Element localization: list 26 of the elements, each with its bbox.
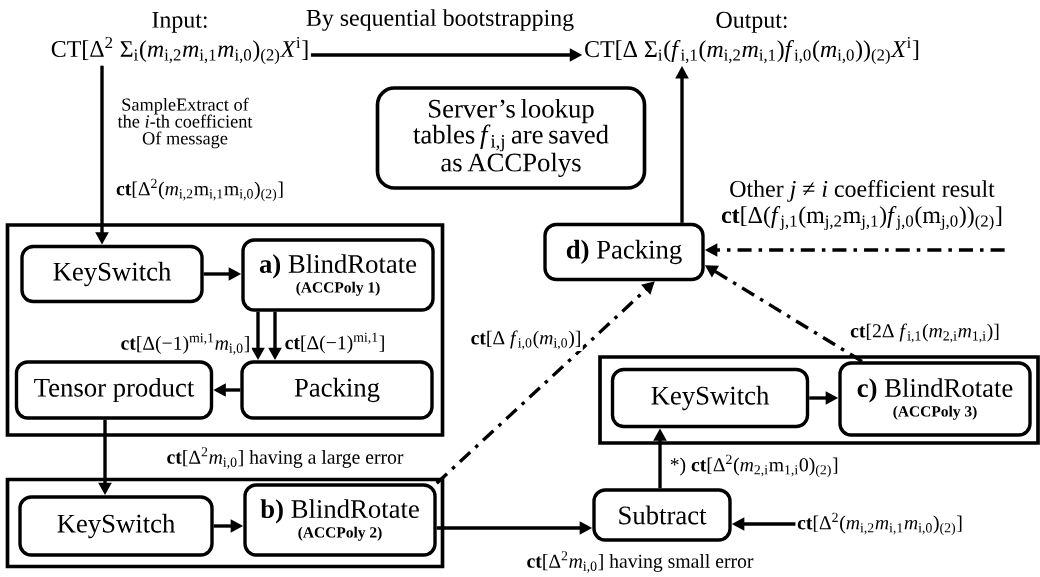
- edge-label: ct[2Δ f$_{i,1}$(m$_{2,i}$m$_{1,i}$)]: [848, 322, 1002, 344]
- edge-label: ct[Δ(−1)$^{mi,1}$m$_{i,0}$]: [119, 331, 252, 357]
- edge-label: ct[Δ f$_{i,0}$(m$_{i,0}$)]: [469, 329, 583, 351]
- group-frame: [5, 477, 445, 569]
- edge-label: ct[Δ(−1)$^{mi,1}$]: [283, 331, 387, 355]
- process-box: Tensor product: [14, 360, 214, 420]
- edge-label: ct[Δ$^{2}$m$_{i,0}$] having a large error: [165, 445, 405, 471]
- edge-label: SampleExtract of the i-th coefficient Of message: [116, 96, 254, 150]
- process-box: b) BlindRotate (ACCPoly 2): [243, 483, 437, 557]
- group-frame: [5, 223, 445, 437]
- note-box: Server’s lookup tables f$_{i,j}$ are saved as ACCPolys: [375, 86, 647, 190]
- process-box: KeySwitch: [610, 367, 810, 429]
- formula-label: ct[Δ$^{2}$(m$_{i,2}$m$_{i,1}$m$_{i,0}$)$_{(2)}$]: [114, 177, 286, 203]
- process-box: KeySwitch: [20, 244, 204, 304]
- group-frame: [598, 355, 1040, 445]
- process-box: KeySwitch: [18, 495, 214, 557]
- process-box: Packing: [240, 360, 434, 420]
- process-box: d) Packing: [543, 222, 705, 282]
- edge-label: *) ct[Δ$^{2}$(m$_{2,i}$m$_{1,i}$0)$_{(2)}$]: [668, 453, 841, 479]
- formula-text: Otherj ≠ i coefficient result ct[Δ(f$_{j,1}$(m$_{j,2}$m$_{j,1}$)f$_{j,0}$(m$_{j,0}$))$_{(2)}$]: [721, 179, 1002, 231]
- process-box: c) BlindRotate (ACCPoly 3): [838, 361, 1032, 437]
- edge-label: ct[Δ$^{2}$m$_{i,0}$] having small error: [525, 549, 755, 575]
- formula-text: Output: CT[Δ Σ$_{i}$(f$_{i,1}$(m$_{i,2}$m$_{i,1}$)f$_{i,0}$(m$_{i,0}$))$_{(2)}$X$^{i}$]: [585, 11, 919, 65]
- formula-text: ct[Δ$^{2}$(m$_{i,2}$m$_{i,1}$m$_{i,0}$)$_{(2)}$]: [797, 512, 962, 536]
- process-box: a) BlindRotate (ACCPoly 1): [241, 238, 435, 312]
- process-box: Subtract: [592, 488, 732, 542]
